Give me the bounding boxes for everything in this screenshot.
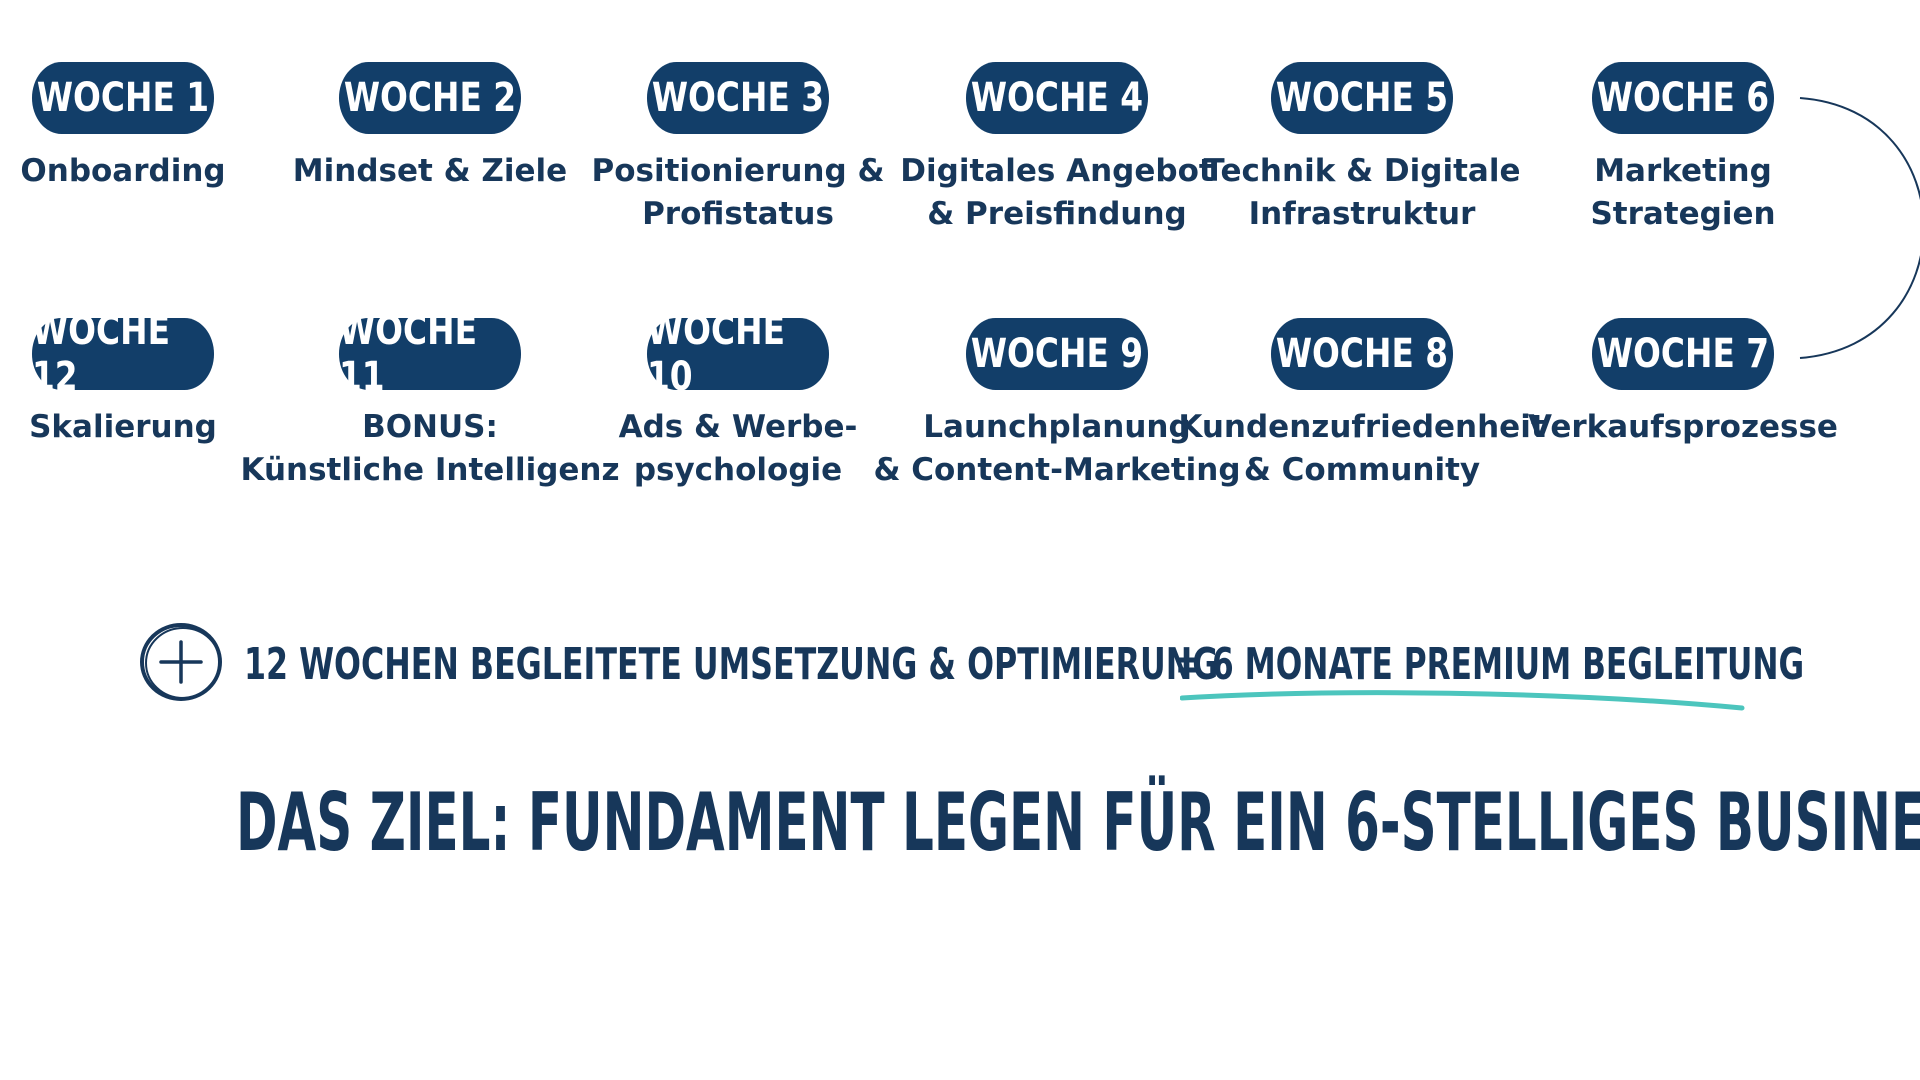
- week-description: Onboarding: [20, 150, 225, 193]
- week-badge: WOCHE 11: [338, 308, 522, 400]
- week-badge: WOCHE 12: [31, 308, 215, 400]
- week-description-line: & Preisfindung: [927, 196, 1187, 232]
- week-description: Ads & Werbe-psychologie: [619, 406, 858, 492]
- week-description-line: psychologie: [633, 452, 843, 488]
- goal-headline: DAS ZIEL: FUNDAMENT LEGEN FÜR EIN 6-STEL…: [236, 776, 1920, 869]
- week-description-line: Technik & Digitale: [1203, 153, 1521, 189]
- week-description-line: Digitales Angebot: [900, 153, 1214, 189]
- week-9: WOCHE 9 Launchplanung & Content-Marketing: [873, 318, 1241, 492]
- week-description-line: Profistatus: [642, 196, 834, 232]
- week-description-line: Launchplanung: [923, 409, 1191, 445]
- week-description-line: Kundenzufriedenheit: [1178, 409, 1546, 445]
- week-description-line: & Content-Marketing: [873, 452, 1241, 488]
- week-badge: WOCHE 7: [1591, 318, 1775, 390]
- week-badge: WOCHE 2: [338, 62, 522, 134]
- week-badge: WOCHE 8: [1270, 318, 1454, 390]
- week-badge: WOCHE 6: [1591, 62, 1775, 134]
- week-3: WOCHE 3 Positionierung & Profistatus: [568, 62, 908, 236]
- week-badge: WOCHE 3: [646, 62, 830, 134]
- week-badge: WOCHE 4: [965, 62, 1149, 134]
- week-description: Kundenzufriedenheit & Community: [1178, 406, 1545, 492]
- week-1: WOCHE 1 Onboarding: [0, 62, 293, 193]
- week-description: Launchplanung & Content-Marketing: [873, 406, 1240, 492]
- week-description: BONUS: Künstliche Intelligenz: [240, 406, 619, 492]
- week-8: WOCHE 8 Kundenzufriedenheit & Community: [1178, 318, 1546, 492]
- week-description-line: Ads & Werbe-: [618, 409, 858, 445]
- week-badge: WOCHE 5: [1270, 62, 1454, 134]
- week-description: Verkaufsprozesse: [1528, 406, 1838, 449]
- extra-support-text: 12 WOCHEN BEGLEITETE UMSETZUNG & OPTIMIE…: [244, 639, 1219, 690]
- week-2: WOCHE 2 Mindset & Ziele: [260, 62, 600, 193]
- week-description: Mindset & Ziele: [293, 150, 567, 193]
- week-description: Skalierung: [29, 406, 217, 449]
- week-badge: WOCHE 1: [31, 62, 215, 134]
- week-description-line: Künstliche Intelligenz: [240, 452, 620, 488]
- week-description-line: Verkaufsprozesse: [1528, 409, 1838, 445]
- week-description-line: Infrastruktur: [1248, 196, 1476, 232]
- week-description-line: BONUS:: [362, 409, 498, 445]
- week-badge: WOCHE 10: [646, 308, 830, 400]
- week-description: Positionierung & Profistatus: [591, 150, 884, 236]
- week-description-line: Skalierung: [29, 409, 217, 445]
- result-underline: [1180, 690, 1745, 711]
- premium-support-text: = 6 MONATE PREMIUM BEGLEITUNG: [1175, 639, 1805, 690]
- week-description-line: & Community: [1243, 452, 1481, 488]
- week-4: WOCHE 4 Digitales Angebot & Preisfindung: [887, 62, 1227, 236]
- week-badge: WOCHE 9: [965, 318, 1149, 390]
- week-7: WOCHE 7 Verkaufsprozesse: [1513, 318, 1853, 449]
- week-description-line: Mindset & Ziele: [292, 153, 568, 189]
- week-11: WOCHE 11 BONUS: Künstliche Intelligenz: [240, 308, 619, 492]
- plus-circle-icon: [140, 623, 222, 701]
- week-description-line: Strategien: [1590, 196, 1776, 232]
- week-description-line: Marketing: [1594, 153, 1772, 189]
- week-12: WOCHE 12 Skalierung: [0, 308, 293, 449]
- week-description: Digitales Angebot & Preisfindung: [900, 150, 1213, 236]
- week-description-line: Positionierung &: [591, 153, 885, 189]
- week-description-line: Onboarding: [20, 153, 226, 189]
